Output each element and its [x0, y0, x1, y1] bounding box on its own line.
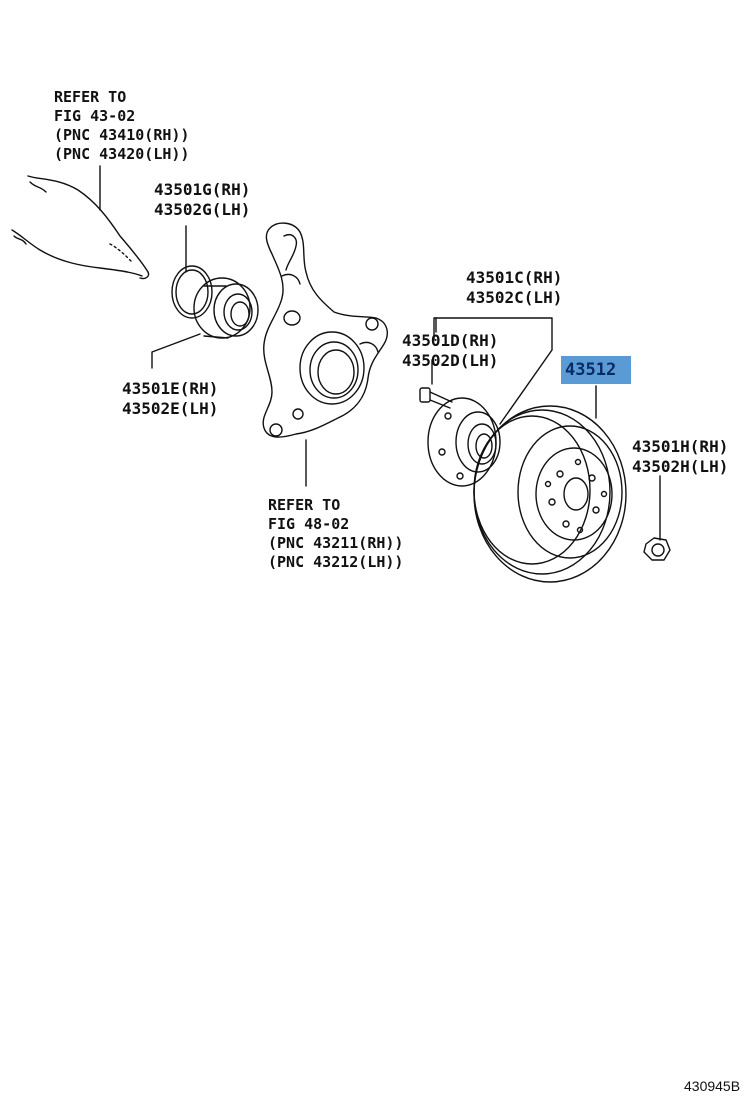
part-43512-label[interactable]: 43512 — [565, 360, 617, 380]
steering-knuckle — [262, 222, 388, 438]
leader-part-e — [151, 333, 201, 369]
axle-hub — [427, 397, 501, 487]
part-g-rh-label: 43501G(RH) — [154, 180, 251, 199]
refer-bottom-line2: FIG 48-02 — [268, 515, 350, 533]
refer-bottom-line4: (PNC 43212(LH)) — [268, 553, 404, 571]
drive-shaft-outline — [11, 175, 150, 280]
part-c-lh-label: 43502C(LH) — [466, 288, 563, 307]
part-d-lh-label: 43502D(LH) — [402, 351, 499, 370]
part-c-rh-label: 43501C(RH) — [466, 268, 563, 287]
part-e-rh-label: 43501E(RH) — [122, 379, 219, 398]
part-g-lh-label: 43502G(LH) — [154, 200, 251, 219]
refer-top-line3: (PNC 43410(RH)) — [54, 126, 190, 144]
figure-id: 430945B — [684, 1078, 741, 1094]
part-h-lh-label: 43502H(LH) — [632, 457, 729, 476]
refer-bottom-line3: (PNC 43211(RH)) — [268, 534, 404, 552]
refer-bottom-line1: REFER TO — [268, 496, 341, 514]
hub-bolt — [419, 387, 453, 409]
hub-bearing — [193, 277, 259, 339]
refer-top-line2: FIG 43-02 — [54, 107, 136, 125]
leader-part-c — [433, 317, 553, 425]
brake-disc — [473, 405, 627, 583]
snap-ring — [171, 265, 213, 319]
part-d-rh-label: 43501D(RH) — [402, 331, 499, 350]
part-h-rh-label: 43501H(RH) — [632, 437, 729, 456]
highlight-box — [561, 356, 631, 384]
refer-top-line1: REFER TO — [54, 88, 127, 106]
hub-nut — [643, 537, 671, 561]
part-e-lh-label: 43502E(LH) — [122, 399, 219, 418]
refer-top-line4: (PNC 43420(LH)) — [54, 145, 190, 163]
